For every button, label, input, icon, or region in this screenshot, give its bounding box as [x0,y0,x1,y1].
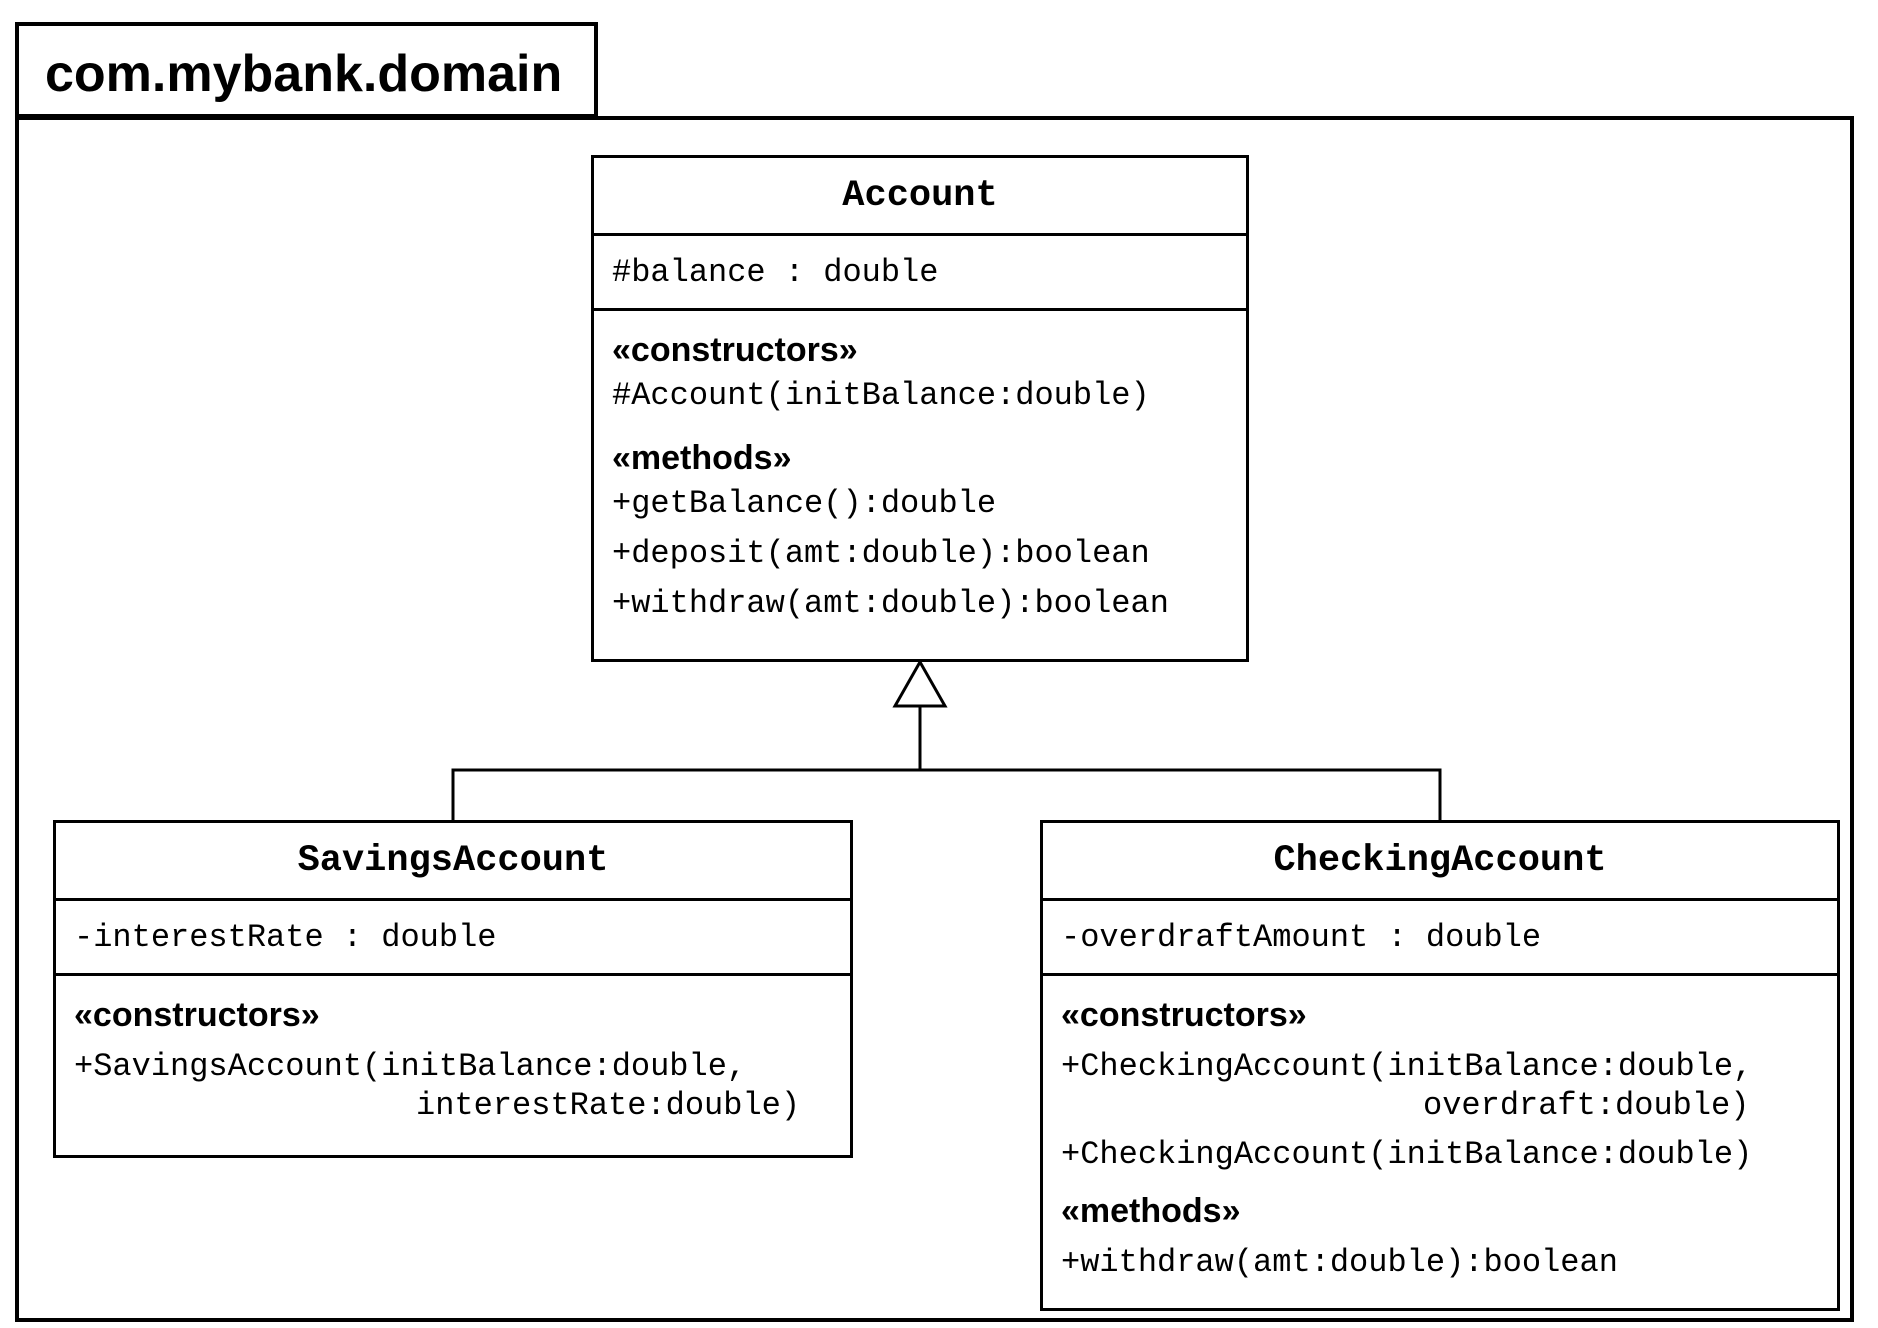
stereotype-methods: «methods» [1061,1192,1241,1230]
inheritance-line-savings [451,768,920,820]
constructor-account: #Account(initBalance:double) [612,377,1150,414]
class-checking-account: CheckingAccount -overdraftAmount : doubl… [1040,820,1840,1311]
attributes-savings: -interestRate : double [56,901,850,976]
attribute-overdraft-amount: -overdraftAmount : double [1061,918,1542,956]
class-name-checking: CheckingAccount [1043,823,1837,901]
attribute-interest-rate: -interestRate : double [74,918,497,956]
class-account: Account #balance : double «constructors»… [591,155,1249,662]
method-checking-withdraw: +withdraw(amt:double):boolean [1061,1244,1618,1281]
attribute-balance: #balance : double [612,253,939,291]
stereotype-constructors: «constructors» [612,331,858,369]
attributes-account: #balance : double [594,236,1246,311]
inheritance-line-checking [920,768,1442,820]
constructor-checking-1-line1: +CheckingAccount(initBalance:double, [1061,1048,1753,1085]
stereotype-methods: «methods» [612,439,792,477]
package-name: com.mybank.domain [45,45,563,103]
constructor-checking-2: +CheckingAccount(initBalance:double) [1061,1136,1753,1173]
operations-account: «constructors» #Account(initBalance:doub… [594,311,1246,629]
operations-checking: «constructors» +CheckingAccount(initBala… [1043,976,1837,1288]
class-savings-account: SavingsAccount -interestRate : double «c… [53,820,853,1158]
method-get-balance: +getBalance():double [612,485,997,522]
stereotype-constructors: «constructors» [1061,996,1307,1034]
package-tab: com.mybank.domain [15,22,598,118]
method-deposit: +deposit(amt:double):boolean [612,535,1150,572]
class-name-account: Account [594,158,1246,236]
class-name-savings: SavingsAccount [56,823,850,901]
constructor-checking-1-line2: overdraft:double) [1423,1087,1750,1124]
generalization-arrowhead-icon [892,658,948,708]
constructor-savings-line2: interestRate:double) [416,1087,801,1124]
attributes-checking: -overdraftAmount : double [1043,901,1837,976]
method-withdraw: +withdraw(amt:double):boolean [612,585,1169,622]
stereotype-constructors: «constructors» [74,996,320,1034]
constructor-savings-line1: +SavingsAccount(initBalance:double, [74,1048,747,1085]
operations-savings: «constructors» +SavingsAccount(initBalan… [56,976,850,1124]
